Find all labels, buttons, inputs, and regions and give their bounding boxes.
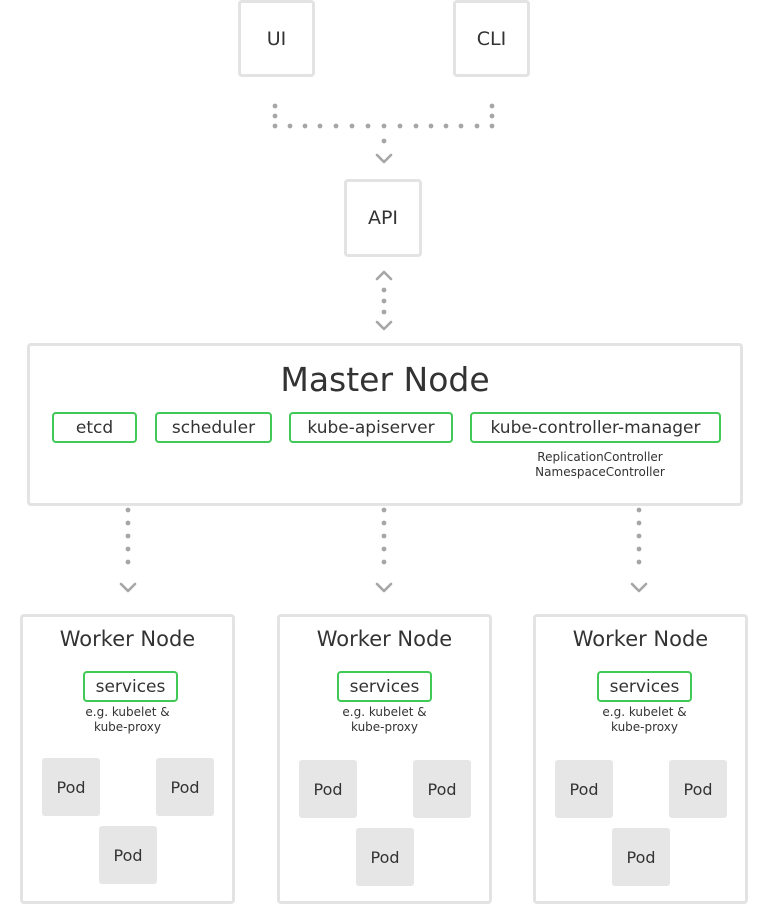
services-label: services xyxy=(95,676,166,697)
component-etcd: etcd xyxy=(52,412,137,443)
chevron-down-icon xyxy=(630,582,648,593)
ui-label: UI xyxy=(266,27,287,50)
chevron-down-icon xyxy=(119,582,137,593)
cli-connector xyxy=(489,103,495,129)
chevron-down-icon xyxy=(375,320,393,331)
master-node: Master Node etcd scheduler kube-apiserve… xyxy=(27,343,743,506)
controller-replication: ReplicationController xyxy=(537,450,663,464)
services-box: services xyxy=(83,671,178,702)
chevron-up-icon xyxy=(375,270,393,281)
pod: Pod xyxy=(99,826,157,884)
pod: Pod xyxy=(42,758,100,816)
services-note: e.g. kubelet & kube-proxy xyxy=(540,705,749,735)
pod: Pod xyxy=(356,828,414,886)
api-master-connector xyxy=(375,270,393,331)
worker-node-title: Worker Node xyxy=(316,627,453,651)
worker-node-title: Worker Node xyxy=(572,627,709,651)
worker-node-1: Worker Node services e.g. kubelet & kube… xyxy=(20,614,235,904)
note-line: e.g. kubelet & xyxy=(342,705,427,719)
pod: Pod xyxy=(612,828,670,886)
component-etcd-label: etcd xyxy=(75,417,114,438)
pod: Pod xyxy=(156,758,214,816)
services-note: e.g. kubelet & kube-proxy xyxy=(23,705,232,735)
pod: Pod xyxy=(669,760,727,818)
component-kube-controller-manager: kube-controller-manager xyxy=(470,412,721,443)
ui-box: UI xyxy=(238,0,315,77)
services-box: services xyxy=(337,671,432,702)
component-scheduler: scheduler xyxy=(155,412,272,443)
api-box: API xyxy=(344,179,422,257)
pod: Pod xyxy=(555,760,613,818)
note-line: kube-proxy xyxy=(94,720,161,734)
master-worker-connector-2 xyxy=(375,507,393,593)
component-kube-apiserver-label: kube-apiserver xyxy=(307,417,435,438)
worker-node-title: Worker Node xyxy=(59,627,196,651)
cli-label: CLI xyxy=(476,27,507,50)
master-worker-connector-1 xyxy=(119,507,137,593)
ui-connector xyxy=(272,103,278,129)
worker-node-2: Worker Node services e.g. kubelet & kube… xyxy=(277,614,492,904)
pod: Pod xyxy=(299,760,357,818)
merge-connector xyxy=(287,123,480,129)
services-note: e.g. kubelet & kube-proxy xyxy=(280,705,489,735)
api-label: API xyxy=(367,207,399,229)
note-line: kube-proxy xyxy=(351,720,418,734)
controller-list: ReplicationController NamespaceControlle… xyxy=(500,450,700,480)
note-line: e.g. kubelet & xyxy=(602,705,687,719)
services-label: services xyxy=(349,676,420,697)
api-in-connector xyxy=(375,138,393,164)
chevron-down-icon xyxy=(375,153,393,164)
component-scheduler-label: scheduler xyxy=(171,417,256,438)
component-kube-apiserver: kube-apiserver xyxy=(289,412,453,443)
controller-namespace: NamespaceController xyxy=(535,465,665,479)
services-label: services xyxy=(609,676,680,697)
pod: Pod xyxy=(413,760,471,818)
note-line: e.g. kubelet & xyxy=(85,705,170,719)
services-box: services xyxy=(597,671,692,702)
master-node-title: Master Node xyxy=(280,360,490,399)
component-kube-controller-manager-label: kube-controller-manager xyxy=(490,417,701,438)
cli-box: CLI xyxy=(453,0,530,77)
note-line: kube-proxy xyxy=(611,720,678,734)
chevron-down-icon xyxy=(375,582,393,593)
worker-node-3: Worker Node services e.g. kubelet & kube… xyxy=(533,614,748,904)
master-worker-connector-3 xyxy=(630,507,648,593)
